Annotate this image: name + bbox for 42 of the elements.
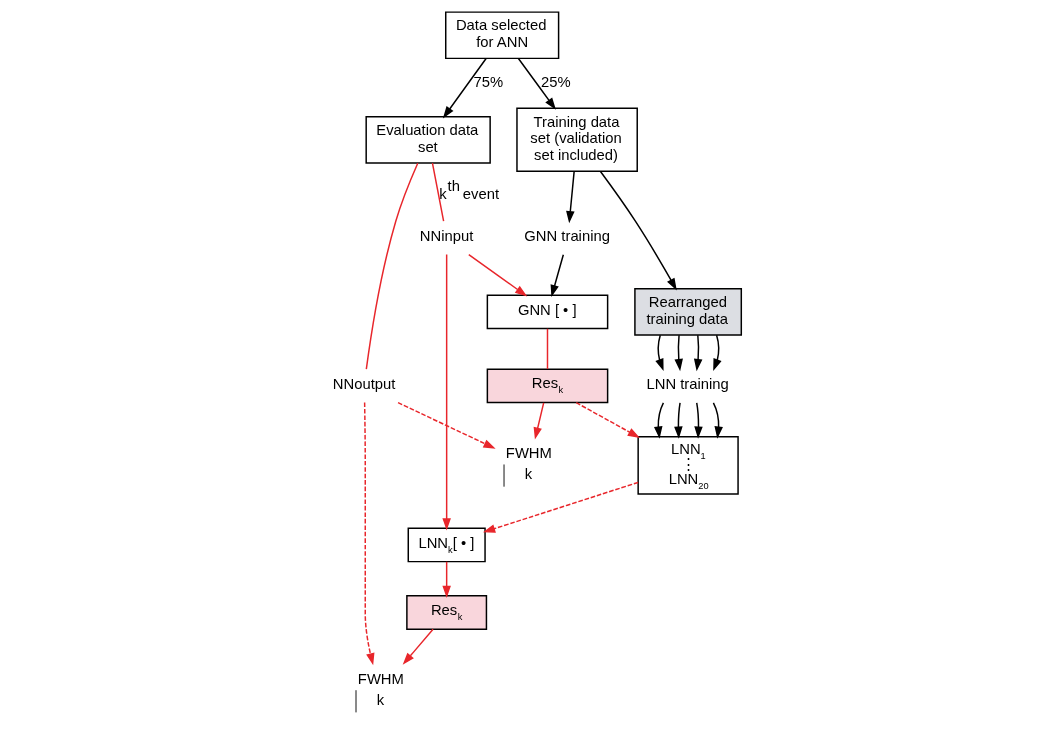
node-text: NNoutput — [332, 376, 396, 393]
arrow — [693, 334, 703, 372]
arrow — [713, 334, 722, 371]
arrow — [397, 401, 496, 449]
arrow — [533, 402, 545, 440]
node-box: GNN [ • ] — [486, 294, 609, 330]
arrow — [599, 170, 677, 291]
arrow — [468, 253, 528, 297]
node-box: Evaluation data set — [365, 115, 491, 164]
arrow — [402, 628, 434, 665]
arrow — [517, 57, 556, 110]
arrow — [550, 254, 565, 298]
arrow — [654, 402, 665, 439]
arrow — [694, 402, 703, 439]
node-box: Data selected for ANN — [445, 11, 560, 60]
arrow — [442, 253, 451, 531]
node-box: Res$_{k}$ — [486, 368, 609, 404]
node-box: Res$_{k}$ — [406, 595, 488, 630]
connector — [431, 162, 445, 222]
node-text: NNinput — [419, 228, 474, 245]
connector — [365, 162, 419, 370]
arrow — [363, 401, 375, 666]
arrow — [442, 561, 451, 599]
edge-label: 75% — [473, 73, 504, 90]
node-text: LNN training — [646, 376, 729, 393]
node-box: Training data set (validation set included) — [516, 107, 638, 172]
connector — [546, 328, 549, 370]
node-box: Rearranged training data — [634, 288, 743, 336]
edge-label: 25% — [541, 73, 571, 90]
arrow — [483, 481, 639, 533]
arrow — [674, 334, 683, 372]
arrow — [566, 170, 575, 224]
node-text: FWHM k — [357, 670, 404, 708]
arrow — [674, 402, 683, 439]
arrow — [655, 334, 664, 372]
node-text: GNN training — [524, 228, 610, 245]
arrow — [712, 402, 723, 439]
arrow — [442, 57, 487, 119]
arrow — [575, 401, 640, 438]
node-box: LNN$_{k}$[ • ] — [407, 527, 486, 563]
node-text: FWHM k — [505, 444, 552, 483]
node-box: LNN$_{1}$ ⋮ LNN$_{20}$ — [637, 436, 739, 495]
